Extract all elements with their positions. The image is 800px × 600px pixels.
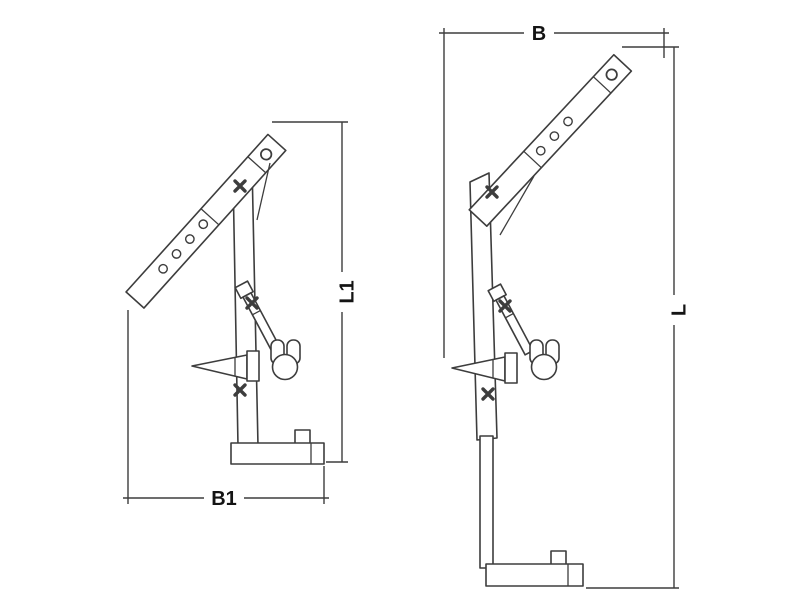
screw-rod: [495, 295, 534, 356]
cone-mandrel: [451, 352, 518, 384]
left-view: L1 B1: [123, 121, 358, 510]
screw-collar-line: [252, 309, 261, 316]
foot-bar: [230, 442, 325, 465]
foot-tab: [550, 550, 567, 566]
mounting-arm: [125, 133, 287, 309]
dim-label-l1: L1: [336, 280, 358, 303]
cone-base-block: [504, 352, 518, 384]
foot-bar: [485, 563, 584, 587]
clamp-screw: [487, 283, 534, 356]
cone-mandrel: [191, 350, 260, 382]
cone-base-block: [246, 350, 260, 382]
base-foot: [485, 550, 584, 587]
dim-label-l: L: [668, 304, 690, 316]
right-view: B L: [439, 23, 690, 589]
arm-endcap-line: [247, 156, 267, 174]
dimension-l1: L1: [272, 121, 358, 463]
cone-body: [191, 354, 248, 380]
arm-endcap-line: [592, 76, 612, 94]
gusset-brace: [499, 175, 535, 236]
dimension-l: L: [586, 46, 690, 589]
arm-joint-line: [523, 150, 542, 169]
post-lower-tube: [479, 435, 494, 569]
gusset-brace: [256, 162, 271, 221]
screw-collar-line: [505, 312, 514, 319]
mounting-arm: [468, 53, 633, 227]
dimension-b: B: [439, 23, 669, 358]
arm-joint-line: [200, 208, 220, 226]
clamp-jaws: [270, 339, 301, 381]
dimension-b1: B1: [123, 310, 329, 510]
dim-label-b: B: [532, 23, 546, 45]
clamp-ring: [271, 353, 299, 381]
arm-body: [468, 53, 633, 227]
foot-tab: [294, 429, 311, 445]
dim-label-b1: B1: [211, 488, 237, 510]
clamp-ring: [530, 353, 558, 381]
base-foot: [230, 429, 325, 465]
clamp-jaws: [529, 339, 560, 381]
